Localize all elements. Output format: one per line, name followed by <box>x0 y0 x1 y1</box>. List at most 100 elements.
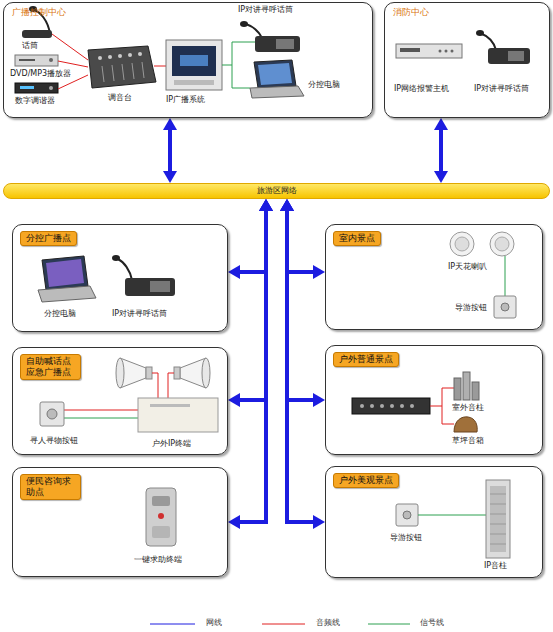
laptop-icon <box>250 60 304 98</box>
network-arrow <box>236 207 266 272</box>
horn-speaker-icon <box>116 358 124 388</box>
signal-wire <box>418 515 486 516</box>
lawn-speaker-icon <box>454 417 477 432</box>
mixer-icon <box>98 56 102 60</box>
microphone-icon <box>22 30 52 38</box>
paging-microphone-icon <box>240 21 248 27</box>
column-speaker-icon <box>454 372 479 400</box>
device-label: 导游按钮 <box>455 303 487 313</box>
signal-wire <box>505 256 506 296</box>
paging-microphone-icon <box>476 30 530 64</box>
legend-label: 网线 <box>206 618 222 628</box>
paging-microphone-icon <box>118 259 132 280</box>
legend-line-sample <box>262 624 305 625</box>
ceiling-speaker-icon <box>450 232 474 256</box>
column-speaker-icon <box>486 480 510 558</box>
panel-heading: 分控广播点 <box>20 231 77 246</box>
push-button-icon <box>494 296 516 318</box>
laptop-icon <box>250 86 304 98</box>
paging-microphone-icon <box>488 48 530 64</box>
ip-broadcast-host-icon <box>180 55 208 66</box>
alarm-host-icon <box>439 50 442 53</box>
panel-heading: 户外美观景点 <box>333 473 399 488</box>
signal-wire <box>505 256 506 296</box>
fire-center-panel: 消防中心 <box>384 2 550 118</box>
network-arrow <box>168 126 172 175</box>
ip-broadcast-host-icon <box>172 46 216 76</box>
microphone-icon <box>22 6 52 38</box>
ceiling-speaker-icon <box>490 232 514 256</box>
mixer-icon <box>118 54 122 58</box>
horn-speaker-icon <box>116 358 210 388</box>
paging-microphone-icon <box>508 51 524 61</box>
control-center-panel: 广播控制中心 <box>3 2 373 118</box>
audio-wire <box>58 61 88 67</box>
dvd-player-icon <box>15 55 58 66</box>
ceiling-speaker-icon <box>450 232 514 256</box>
legend-line-sample <box>368 624 410 625</box>
audio-wire <box>430 388 454 424</box>
audio-wire <box>430 388 454 424</box>
panel-heading: 户外普通景点 <box>333 352 399 367</box>
laptop-icon <box>46 259 84 287</box>
column-speaker-icon <box>490 494 506 544</box>
paging-microphone-icon <box>476 30 484 36</box>
horn-speaker-icon <box>202 358 210 388</box>
site-panel: 户外美观景点 <box>325 466 543 578</box>
mixer-icon <box>138 52 142 56</box>
push-button-icon <box>40 402 64 426</box>
microphone-icon <box>29 6 37 12</box>
device-label: 分控电脑 <box>44 309 76 319</box>
device-label: 寻人寻物按钮 <box>30 436 78 446</box>
device-label: IP广播系统 <box>166 95 205 105</box>
outdoor-terminal-icon <box>150 404 190 407</box>
paging-microphone-icon <box>482 34 496 50</box>
mixer-icon <box>128 53 132 57</box>
network-arrow <box>439 126 443 175</box>
column-speaker-icon <box>490 486 506 552</box>
device-label: 调音台 <box>108 93 132 103</box>
laptop-icon <box>38 286 96 302</box>
outdoor-terminal-icon <box>138 398 218 432</box>
site-panel: 分控广播点 <box>12 224 228 332</box>
signal-wire <box>64 418 138 419</box>
device-label: 草坪音箱 <box>452 436 484 446</box>
network-arrow <box>287 207 317 400</box>
device-label: 户外IP终端 <box>152 439 191 449</box>
mixer-icon <box>108 55 112 59</box>
paging-microphone-icon <box>150 281 170 292</box>
legend-label: 音频线 <box>316 618 340 628</box>
column-speaker-icon <box>454 378 461 400</box>
outdoor-terminal-icon <box>138 398 218 432</box>
paging-microphone-icon <box>112 255 175 296</box>
lawn-speaker-icon <box>454 417 477 432</box>
site-panel: 便民咨询求助点 <box>12 467 228 577</box>
push-button-icon <box>396 504 418 526</box>
tuner-icon <box>20 86 34 89</box>
amplifier-icon <box>352 398 430 414</box>
network-arrow <box>236 207 266 400</box>
amplifier-icon <box>410 404 414 408</box>
ceiling-speaker-icon <box>455 237 469 251</box>
laptop-icon <box>38 256 96 302</box>
device-label: IP对讲寻呼话筒 <box>112 309 167 319</box>
laptop-icon <box>258 63 292 85</box>
ceiling-speaker-icon <box>495 237 509 251</box>
device-label: 室外音柱 <box>452 403 484 413</box>
audio-wire <box>154 66 166 67</box>
device-label: DVD/MP3播放器 <box>10 69 71 79</box>
tuner-icon <box>15 83 58 93</box>
device-label: 分控电脑 <box>308 80 340 90</box>
column-speaker-icon <box>463 372 470 400</box>
paging-microphone-icon <box>276 39 294 49</box>
audio-wire <box>152 373 174 398</box>
dvd-player-icon <box>15 55 58 66</box>
device-label: IP网络报警主机 <box>394 84 449 94</box>
push-button-icon <box>403 511 411 519</box>
alarm-host-icon <box>396 44 462 58</box>
push-button-icon <box>40 402 64 426</box>
dvd-player-icon <box>49 58 53 62</box>
paging-microphone-icon <box>112 255 120 261</box>
ip-broadcast-host-icon <box>174 80 214 85</box>
